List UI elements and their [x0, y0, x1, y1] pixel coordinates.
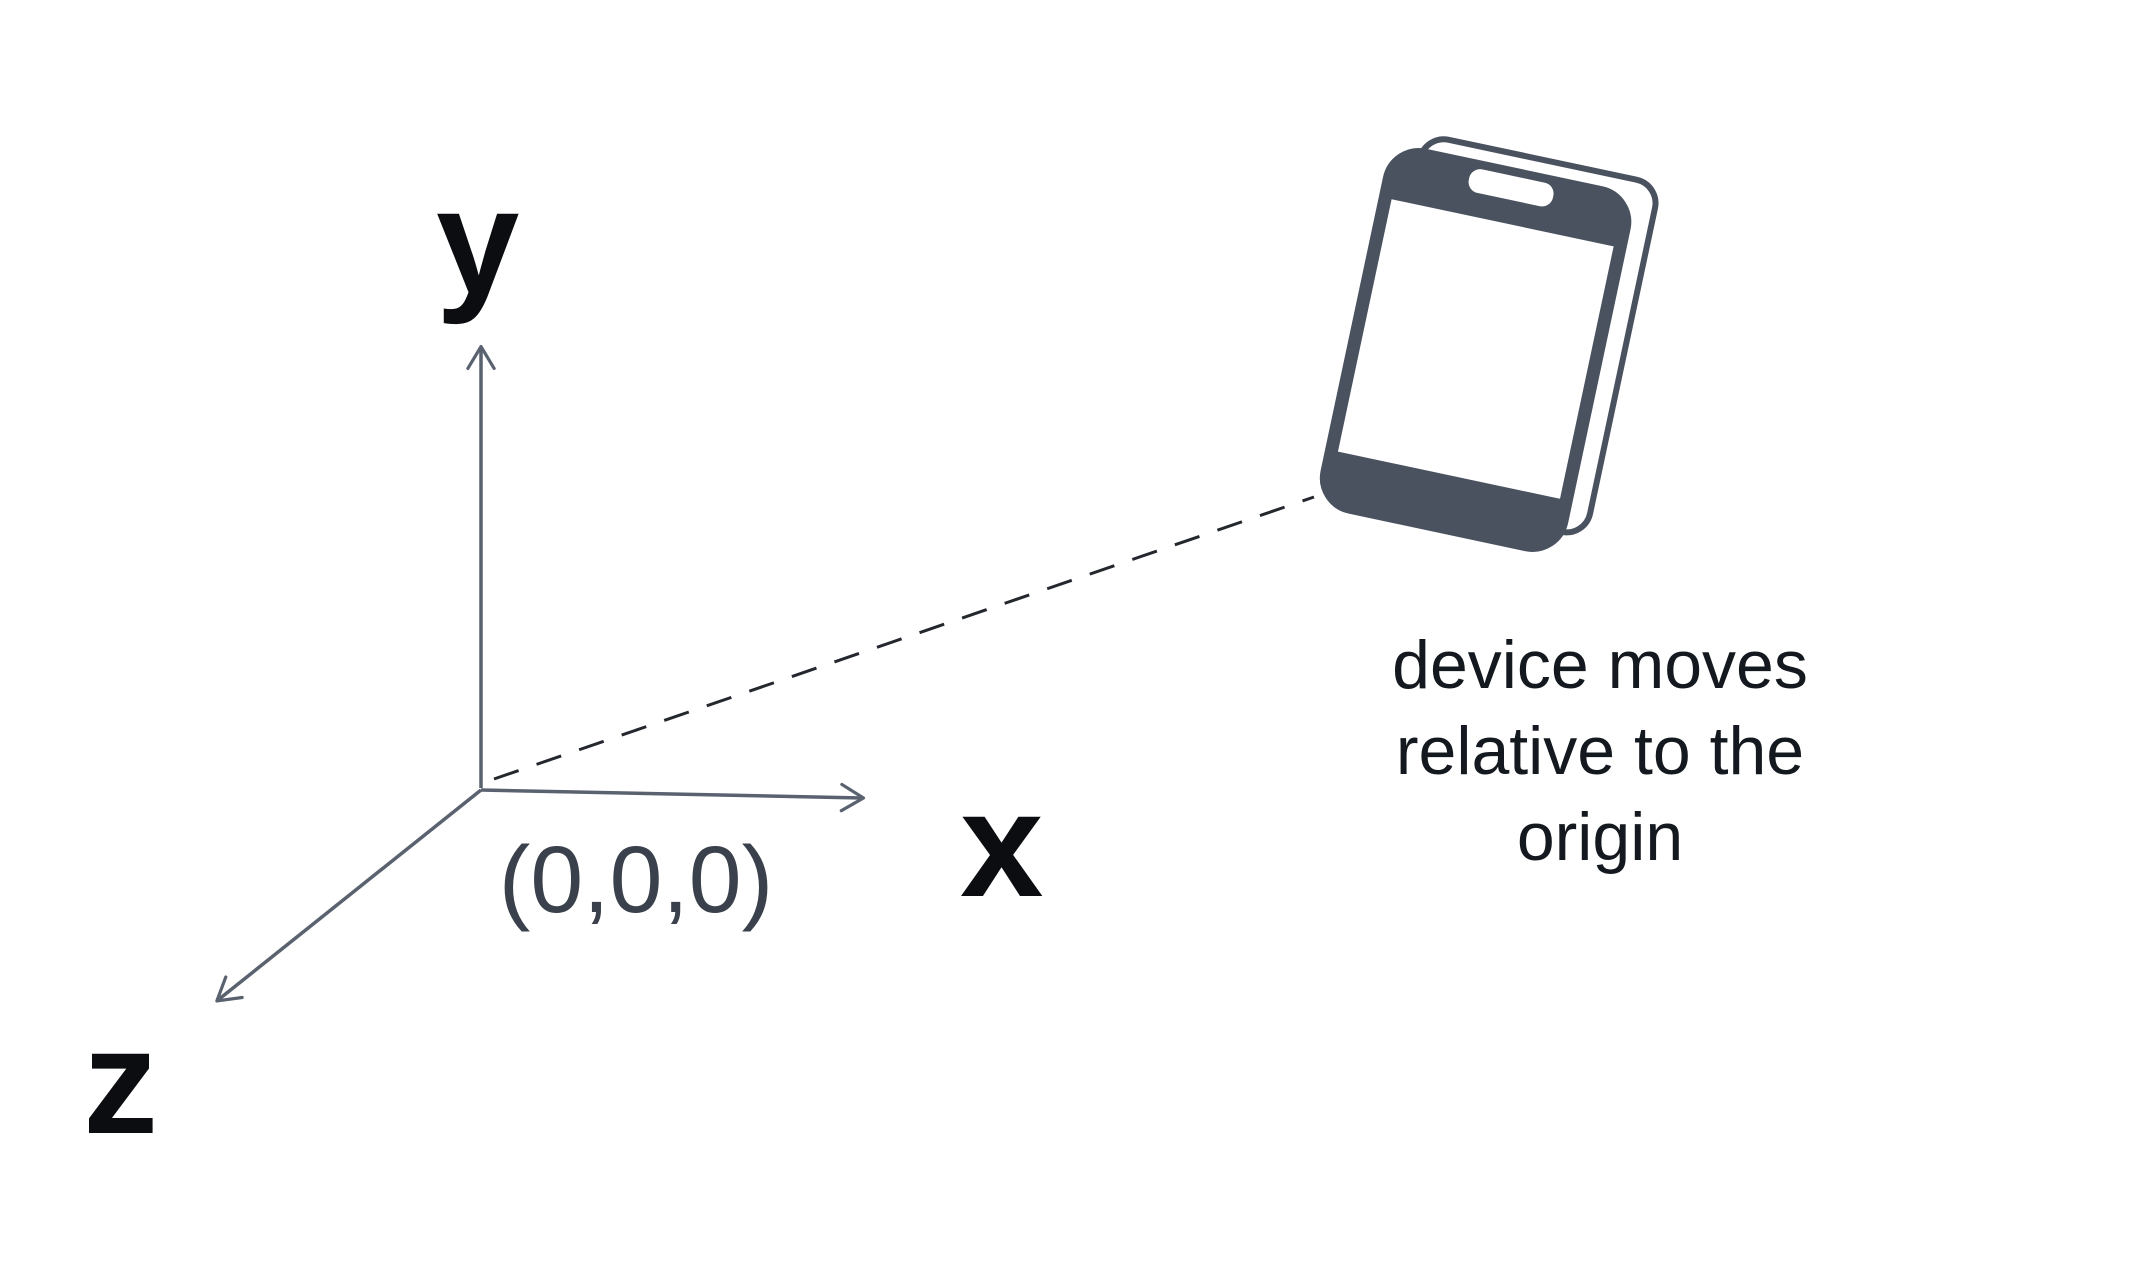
z-axis-arrow — [215, 788, 483, 1003]
device-caption: device moves relative to the origin — [1300, 622, 1900, 880]
z-axis-label: z — [83, 997, 158, 1165]
x-axis-label: x — [960, 760, 1044, 928]
smartphone-icon — [1319, 136, 1659, 552]
device-caption-line-3: origin — [1516, 799, 1684, 875]
device-caption-line-2: relative to the — [1395, 713, 1805, 789]
device-notch — [1468, 169, 1554, 207]
origin-device-dashed-line — [493, 495, 1315, 781]
device-caption-line-1: device moves — [1392, 627, 1808, 703]
origin-label: (0,0,0) — [498, 827, 774, 933]
device-bottom-bezel — [1320, 450, 1567, 551]
y-axis-label: y — [436, 157, 520, 325]
x-axis-arrow — [480, 782, 866, 813]
